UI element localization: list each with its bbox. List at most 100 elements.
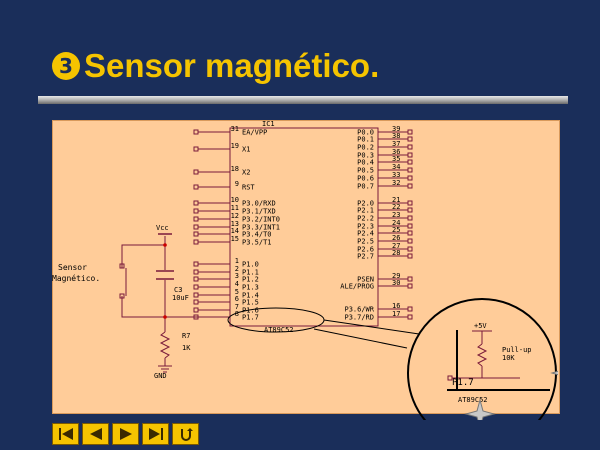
pin-name: P1.3	[242, 284, 259, 292]
pin-name: P0.0	[357, 129, 374, 137]
pin-name: ALE/PROG	[340, 283, 374, 291]
ic-part: AT89C52	[264, 326, 294, 334]
pin-name: P3.7/RD	[344, 314, 374, 322]
nav-first-button[interactable]	[52, 423, 79, 445]
zoom-res-value: 10K	[502, 354, 515, 362]
pin-number: 38	[392, 132, 400, 140]
zoom-pin-label: P1.7	[452, 378, 474, 388]
zoom-vcc-label: +5V	[474, 322, 487, 330]
pin-name: P3.1/TXD	[242, 208, 276, 216]
ic-pin-right: P0.0 39	[357, 125, 413, 137]
pin-name: EA/VPP	[242, 129, 267, 137]
pin-terminal	[193, 284, 199, 290]
pin-terminal	[407, 200, 413, 206]
pin-number: 9	[235, 180, 239, 188]
pin-number: 37	[392, 140, 400, 148]
pin-name: P2.3	[357, 223, 374, 231]
pin-terminal	[407, 314, 413, 320]
pin-number: 6	[235, 295, 239, 303]
pin-name: P0.1	[357, 136, 374, 144]
pin-name: X2	[242, 169, 250, 177]
schematic-panel	[52, 120, 560, 414]
pin-number: 28	[392, 249, 400, 257]
first-icon	[58, 428, 73, 440]
pin-terminal	[193, 129, 199, 135]
pin-number: 39	[392, 125, 400, 133]
return-icon	[180, 428, 193, 441]
pin-terminal	[193, 169, 199, 175]
cap-name: C3	[174, 286, 182, 294]
pin-terminal	[407, 283, 413, 289]
pin-name: P0.6	[357, 175, 374, 183]
pin-terminal	[193, 239, 199, 245]
pin-name: P0.4	[357, 159, 374, 167]
nav-next-button[interactable]	[112, 423, 139, 445]
last-icon	[148, 428, 163, 440]
pin-name: P1.6	[242, 307, 259, 315]
pin-terminal	[407, 215, 413, 221]
ic-pin-right: P2.7 28	[357, 249, 413, 261]
nav-return-button[interactable]	[172, 423, 199, 445]
pin-name: P1.5	[242, 299, 259, 307]
pin-terminal	[407, 183, 413, 189]
pin-terminal	[193, 208, 199, 214]
pin-number: 29	[392, 272, 400, 280]
pin-name: P3.6/WR	[344, 306, 374, 314]
zoom-pullup-label: Pull-up	[502, 346, 532, 354]
pin-name: P2.6	[357, 246, 374, 254]
ic-pin-left: P1.01	[193, 257, 259, 269]
ic-pin-left: P1.12	[193, 265, 259, 277]
pin-terminal	[407, 144, 413, 150]
pin-name: P2.0	[357, 200, 374, 208]
zoom-pin-box	[447, 375, 453, 381]
pin-number: 32	[392, 179, 400, 187]
pin-name: P0.2	[357, 144, 374, 152]
pin-number: 7	[235, 303, 239, 311]
previous-icon	[89, 428, 102, 440]
pin-terminal	[193, 146, 199, 152]
slide-number-bullet: 3	[52, 52, 80, 80]
ic-pin-left: P1.45	[193, 288, 259, 300]
pin-terminal	[407, 246, 413, 252]
pin-number: 14	[231, 227, 239, 235]
ic-pin-left: P1.67	[193, 303, 259, 315]
slide-navigation	[52, 423, 199, 445]
pin-terminal	[193, 200, 199, 206]
ic-pin-left: P1.56	[193, 295, 259, 307]
zoom-pullup-resistor	[476, 343, 488, 367]
vcc-label: Vcc	[156, 224, 169, 232]
pin-terminal	[407, 230, 413, 236]
pin-terminal	[407, 159, 413, 165]
pin-terminal	[407, 129, 413, 135]
pin-number: 18	[231, 165, 239, 173]
res-value: 1K	[182, 344, 191, 352]
nav-last-button[interactable]	[142, 423, 169, 445]
pin-name: P2.4	[357, 230, 374, 238]
pin-number: 4	[235, 280, 239, 288]
pin-name: P2.7	[357, 253, 374, 261]
ic-name: IC1	[262, 120, 275, 128]
nav-previous-button[interactable]	[82, 423, 109, 445]
pin-name: P0.3	[357, 152, 374, 160]
ic-pin-right: P0.2 37	[357, 140, 413, 152]
pin-terminal	[193, 231, 199, 237]
sensor-wire	[121, 244, 166, 262]
cap-value: 10uF	[172, 294, 189, 302]
pin-number: 17	[392, 310, 400, 318]
pin-name: P0.5	[357, 167, 374, 175]
pin-terminal	[193, 276, 199, 282]
pin-terminal	[193, 184, 199, 190]
